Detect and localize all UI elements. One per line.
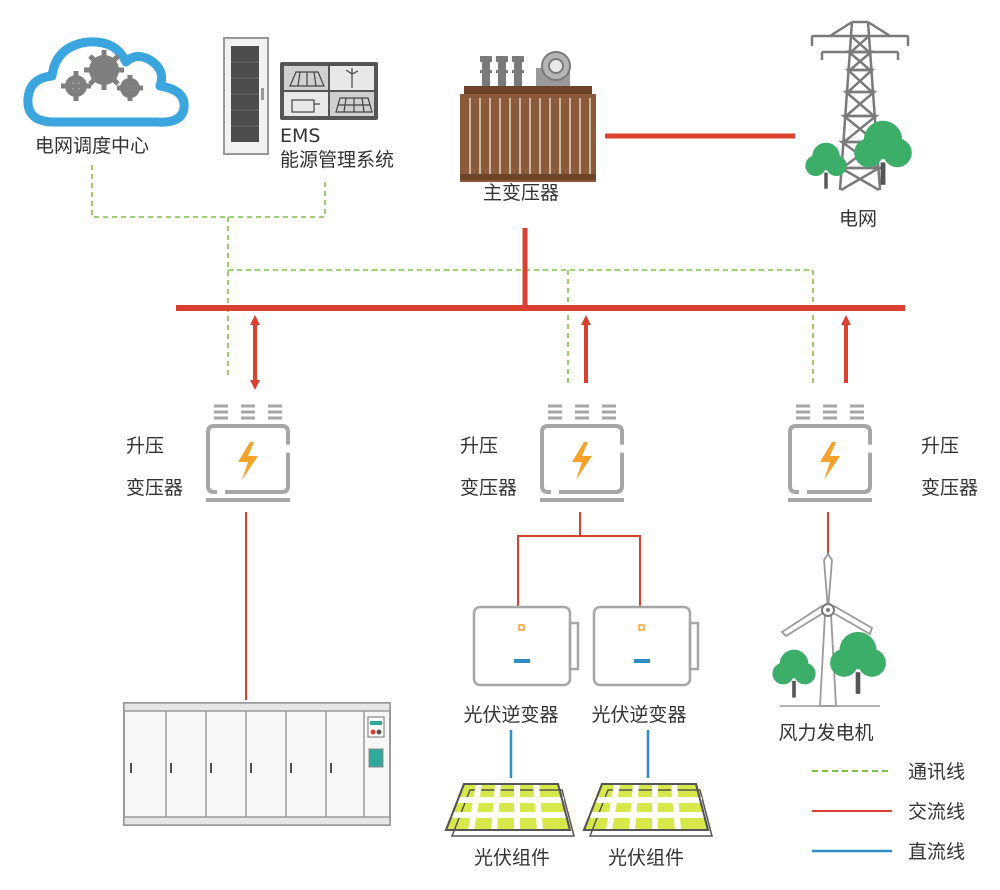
- solar-panel-icon: [446, 784, 712, 836]
- comm-lines: [91, 165, 814, 385]
- step-up-transformer-storage: [204, 404, 292, 502]
- step-up-label-3-line1: 升压: [921, 435, 959, 457]
- legend-dc-label: 直流线: [908, 841, 965, 863]
- cloud-gear-icon: [23, 37, 189, 127]
- main-transformer-label: 主变压器: [483, 182, 559, 204]
- ems-label-line1: EMS: [280, 125, 320, 147]
- legend: 通讯线 交流线 直流线: [812, 761, 965, 863]
- comm-line-bus: [228, 269, 814, 385]
- pv-module-label-1: 光伏组件: [474, 847, 550, 869]
- dispatch-center-label: 电网调度中心: [35, 135, 149, 157]
- grid-label: 电网: [839, 208, 877, 230]
- bolt-icon: [538, 404, 626, 502]
- ac-lines: [176, 133, 905, 700]
- pv-ac-split-right: [580, 535, 641, 608]
- legend-comm-label: 通讯线: [908, 761, 965, 783]
- comm-line-dispatch: [91, 165, 326, 218]
- step-up-label-1-line1: 升压: [126, 435, 164, 457]
- monitor-icon: [280, 62, 378, 120]
- pv-inverter-label-1: 光伏逆变器: [463, 704, 558, 726]
- bolt-icon: [786, 404, 874, 502]
- pv-inverter-label-2: 光伏逆变器: [591, 704, 686, 726]
- ems-label-line2: 能源管理系统: [280, 149, 394, 171]
- pv-module-label-2: 光伏组件: [608, 847, 684, 869]
- pv-ac-split: [517, 512, 581, 608]
- step-up-label-2-line2: 变压器: [460, 477, 517, 499]
- step-up-label-2-line1: 升压: [460, 435, 498, 457]
- legend-ac-label: 交流线: [908, 801, 965, 823]
- step-up-label-3-line2: 变压器: [921, 477, 978, 499]
- step-up-transformer-pv: [538, 404, 626, 502]
- inverter-icon: [472, 605, 700, 687]
- step-up-label-1-line2: 变压器: [126, 477, 183, 499]
- wind-turbine-label: 风力发电机: [778, 722, 873, 744]
- battery-cabinet-icon: [123, 702, 391, 826]
- dc-lines: [509, 730, 650, 778]
- bolt-icon: [204, 404, 292, 502]
- step-up-transformer-wind: [786, 404, 874, 502]
- server-rack-icon: [223, 37, 269, 155]
- transformer-icon: [460, 51, 596, 182]
